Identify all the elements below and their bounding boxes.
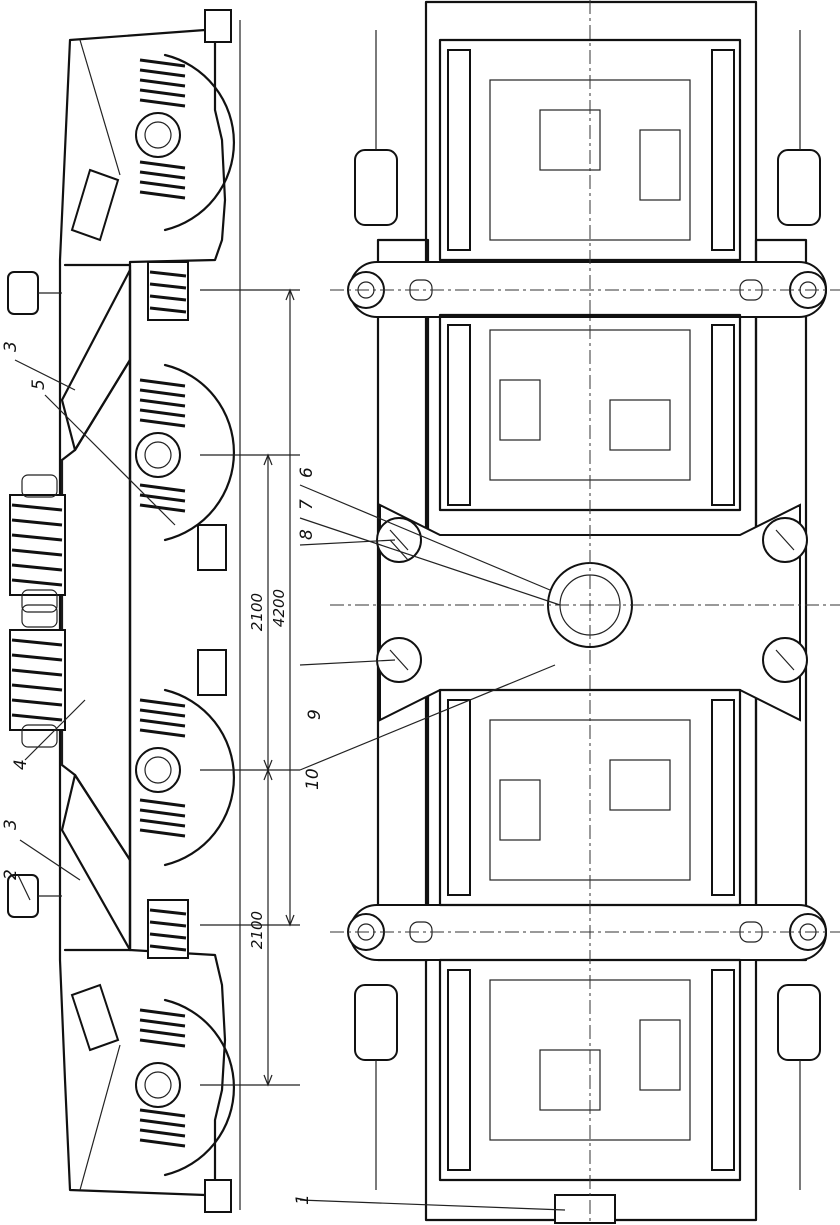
wheel-arc-2 (163, 363, 235, 542)
callout-3-lower: 3 (1, 819, 21, 830)
callout-6: 6 (297, 467, 317, 478)
leader-lines (14, 359, 566, 1211)
damper-lower (7, 874, 62, 918)
callout-5: 5 (29, 379, 49, 390)
side-frame-outline (58, 28, 227, 1197)
longitudinal-beam (63, 263, 132, 952)
wheel-arc-4 (163, 998, 235, 1177)
sand-boxes (354, 30, 821, 1190)
callout-9: 9 (305, 709, 325, 720)
axle-box-3 (135, 747, 181, 793)
callout-7: 7 (297, 499, 317, 510)
axle-springs (139, 58, 186, 1148)
bolster-lower (60, 773, 132, 952)
shock-absorbers (70, 39, 121, 1191)
axle-box-2 (135, 432, 181, 478)
damper-upper (7, 271, 62, 315)
secondary-springs (9, 474, 66, 748)
wheel-arc-3 (163, 688, 235, 867)
motor-block-3 (438, 688, 742, 907)
central-bolster (376, 503, 808, 722)
callout-10: 10 (303, 768, 323, 790)
coupling (554, 1194, 616, 1224)
wheel-arc-1 (163, 53, 235, 232)
plan-view (330, 0, 840, 1225)
pads (147, 9, 232, 1213)
side-elevation-view: 2100 2100 4200 (7, 9, 300, 1213)
callout-2: 2 (1, 869, 21, 880)
dimension-upper-span: 2100 (248, 593, 266, 631)
axle-box-1 (135, 112, 181, 158)
axle-box-4 (135, 1062, 181, 1108)
callout-3-upper: 3 (1, 341, 21, 352)
dimension-lower-span: 2100 (248, 911, 266, 949)
callout-8: 8 (297, 529, 317, 540)
callout-1: 1 (293, 1194, 313, 1205)
dimension-total-span: 4200 (270, 589, 288, 627)
dimension-lines (200, 20, 300, 1210)
plan-wheels (447, 49, 735, 1171)
callout-4: 4 (11, 759, 31, 770)
